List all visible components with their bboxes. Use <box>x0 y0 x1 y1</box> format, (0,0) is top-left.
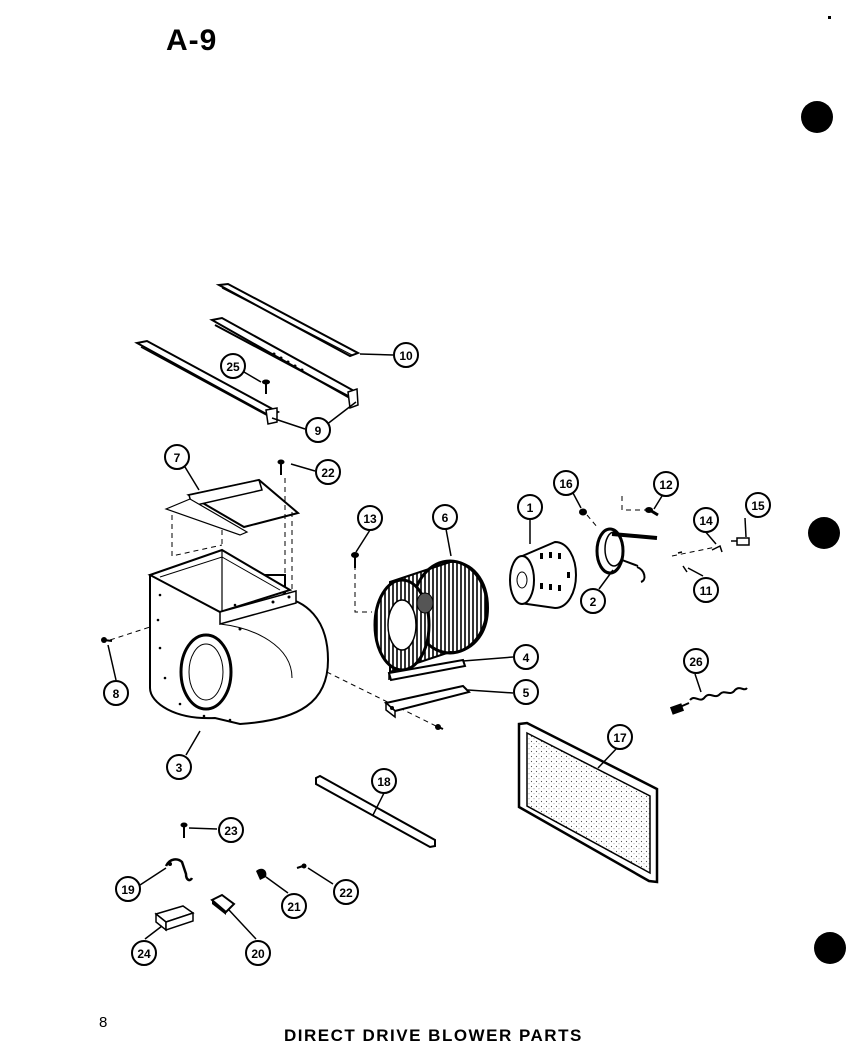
cutoff-plate-7 <box>164 478 301 536</box>
mounting-rail-lower <box>134 339 281 425</box>
svg-text:2: 2 <box>590 595 597 609</box>
leader-lines <box>107 353 747 940</box>
svg-text:7: 7 <box>174 451 181 465</box>
clip-14 <box>711 544 723 553</box>
callout-1: 1 <box>517 494 543 520</box>
callout-19: 19 <box>115 876 141 902</box>
block-24 <box>154 905 195 932</box>
screw-23 <box>180 822 188 838</box>
screw-13 <box>351 552 359 568</box>
svg-text:20: 20 <box>251 947 265 961</box>
callout-24: 24 <box>131 940 157 966</box>
screw-22-bottom <box>296 863 307 869</box>
corner-mark <box>828 16 831 19</box>
callout-26: 26 <box>683 648 709 674</box>
callout-3: 3 <box>166 754 192 780</box>
diagram-caption: DIRECT DRIVE BLOWER PARTS <box>284 1026 583 1045</box>
svg-text:1: 1 <box>527 501 534 515</box>
callout-12: 12 <box>653 471 679 497</box>
screw-22-top <box>277 459 285 475</box>
svg-text:16: 16 <box>559 477 573 491</box>
filter-17 <box>517 721 659 884</box>
nut-16 <box>579 508 587 516</box>
callout-2: 2 <box>580 588 606 614</box>
screw-bracket <box>435 724 444 730</box>
callout-6: 6 <box>432 504 458 530</box>
svg-text:22: 22 <box>339 886 353 900</box>
svg-text:25: 25 <box>226 360 240 374</box>
motor-1 <box>509 540 578 610</box>
callout-20: 20 <box>245 940 271 966</box>
callout-18: 18 <box>371 768 397 794</box>
callout-17: 17 <box>607 724 633 750</box>
svg-text:10: 10 <box>399 349 413 363</box>
callout-8: 8 <box>103 680 129 706</box>
svg-text:15: 15 <box>751 499 765 513</box>
svg-text:9: 9 <box>315 424 322 438</box>
svg-text:18: 18 <box>377 775 391 789</box>
bracket-5 <box>383 684 471 719</box>
screw-8 <box>101 637 113 643</box>
svg-text:21: 21 <box>287 900 301 914</box>
svg-text:12: 12 <box>659 478 673 492</box>
connector-15 <box>731 537 750 546</box>
callout-7: 7 <box>164 444 190 470</box>
screw-25 <box>262 379 270 394</box>
clamp-19 <box>164 858 194 882</box>
callout-5: 5 <box>513 679 539 705</box>
binder-hole-middle <box>808 517 840 549</box>
callout-22-top: 22 <box>315 459 341 485</box>
page-title: A-9 <box>166 24 218 57</box>
svg-text:22: 22 <box>321 466 335 480</box>
svg-text:11: 11 <box>700 584 713 598</box>
callout-9: 9 <box>305 417 331 443</box>
chain-26 <box>669 687 748 715</box>
blower-housing-3 <box>147 548 330 726</box>
connector-20 <box>210 893 236 915</box>
motor-mount-2 <box>595 527 658 583</box>
callout-14: 14 <box>693 507 719 533</box>
svg-text:19: 19 <box>121 883 135 897</box>
mounting-rail-upper <box>215 282 361 358</box>
callout-10: 10 <box>393 342 419 368</box>
callout-15: 15 <box>745 492 771 518</box>
callout-11: 11 <box>693 577 719 603</box>
svg-text:6: 6 <box>442 511 449 525</box>
callout-4: 4 <box>513 644 539 670</box>
callout-23: 23 <box>218 817 244 843</box>
binder-hole-top <box>801 101 833 133</box>
callout-13: 13 <box>357 505 383 531</box>
svg-text:13: 13 <box>363 512 377 526</box>
clip-11 <box>677 551 688 573</box>
callout-22-bottom: 22 <box>333 879 359 905</box>
bracket-4 <box>387 658 467 682</box>
page-number: 8 <box>99 1014 108 1031</box>
svg-text:17: 17 <box>613 731 627 745</box>
callout-25: 25 <box>220 353 246 379</box>
mounting-rail-9 <box>209 316 359 410</box>
svg-text:5: 5 <box>523 686 530 700</box>
bolt-12 <box>645 507 659 517</box>
svg-text:24: 24 <box>137 947 151 961</box>
svg-text:8: 8 <box>113 687 120 701</box>
svg-text:23: 23 <box>224 824 238 838</box>
svg-text:3: 3 <box>176 761 183 775</box>
callout-16: 16 <box>553 470 579 496</box>
binder-hole-bottom <box>814 932 846 964</box>
clip-21 <box>256 868 267 880</box>
callout-21: 21 <box>281 893 307 919</box>
svg-text:4: 4 <box>523 651 530 665</box>
svg-text:14: 14 <box>699 514 713 528</box>
blower-wheel-6 <box>373 559 490 674</box>
svg-text:26: 26 <box>689 655 703 669</box>
